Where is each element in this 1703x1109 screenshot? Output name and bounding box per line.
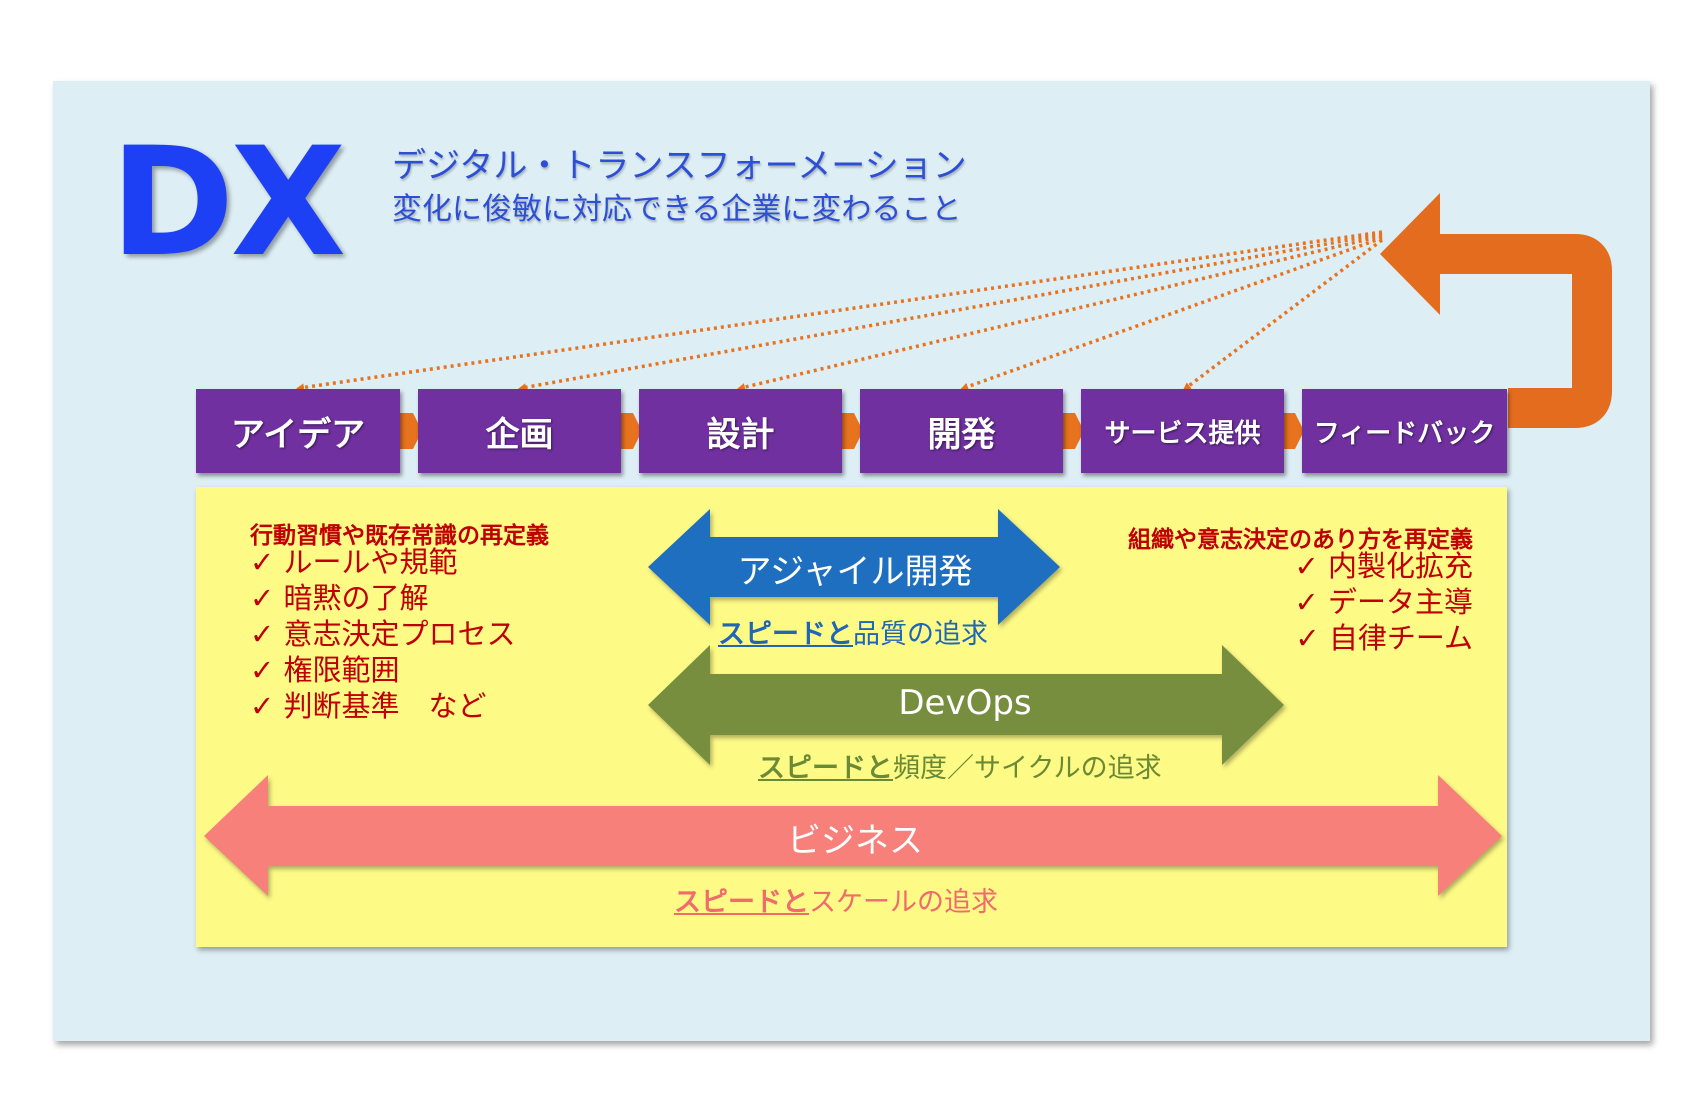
connector-3 — [841, 413, 863, 449]
devops-arrow — [648, 645, 1284, 765]
devops-label: DevOps — [898, 683, 1032, 723]
connector-1 — [400, 413, 422, 449]
business-sub: スピードとスケールの追求 — [674, 880, 998, 919]
list-item: 暗黙の了解 — [250, 580, 516, 616]
business-label: ビジネス — [787, 821, 923, 861]
step-plan: 企画 — [418, 389, 621, 473]
business-arrow — [204, 775, 1502, 896]
feedback-line-plan — [518, 232, 1383, 392]
feedback-line-idea — [296, 230, 1383, 392]
list-item: 権限範囲 — [250, 652, 516, 688]
step-feedback-label: フィードバック — [1313, 418, 1496, 449]
step-dev-label: 開発 — [927, 414, 996, 455]
subtitle-line1: デジタル・トランスフォーメーション — [392, 146, 967, 186]
list-item: 判断基準 など — [250, 688, 516, 724]
left-notes-list: ルールや規範 暗黙の了解 意志決定プロセス 権限範囲 判断基準 など — [250, 544, 516, 724]
agile-arrow — [648, 509, 1060, 625]
devops-sub-emphasis: スピードと — [758, 753, 893, 784]
subtitle-line2: 変化に俊敏に対応できる企業に変わること — [392, 192, 962, 227]
step-design-label: 設計 — [706, 414, 775, 455]
step-plan-label: 企画 — [485, 414, 554, 455]
list-item: 内製化拡充 — [1294, 548, 1473, 584]
devops-sub-rest: 頻度／サイクルの追求 — [893, 753, 1162, 784]
step-idea-label: アイデア — [230, 414, 366, 455]
dx-logo: DX — [110, 116, 346, 290]
agile-sub-emphasis: スピードと — [718, 619, 853, 650]
connector-2 — [620, 413, 642, 449]
feedback-loop-arrow — [1440, 234, 1612, 428]
list-item: 意志決定プロセス — [250, 616, 516, 652]
list-item: ルールや規範 — [250, 544, 516, 580]
agile-sub-rest: 品質の追求 — [853, 619, 988, 650]
feedback-loop-arrowhead — [1380, 193, 1440, 315]
feedback-line-service — [1182, 238, 1384, 391]
step-feedback: フィードバック — [1302, 389, 1507, 473]
step-service: サービス提供 — [1081, 389, 1284, 473]
step-idea: アイデア — [196, 389, 400, 473]
feedback-line-design — [737, 234, 1383, 391]
devops-sub: スピードと頻度／サイクルの追求 — [758, 746, 1162, 785]
step-design: 設計 — [639, 389, 842, 473]
step-service-label: サービス提供 — [1104, 418, 1261, 449]
business-sub-emphasis: スピードと — [674, 887, 809, 918]
connector-5 — [1282, 413, 1304, 449]
business-sub-rest: スケールの追求 — [809, 887, 998, 918]
agile-label: アジャイル開発 — [737, 552, 973, 592]
list-item: 自律チーム — [1294, 620, 1473, 656]
step-dev: 開発 — [860, 389, 1063, 473]
list-item: データ主導 — [1294, 584, 1473, 620]
agile-sub: スピードと品質の追求 — [718, 612, 988, 651]
right-notes-list: 内製化拡充 データ主導 自律チーム — [1294, 548, 1473, 656]
connector-4 — [1062, 413, 1084, 449]
